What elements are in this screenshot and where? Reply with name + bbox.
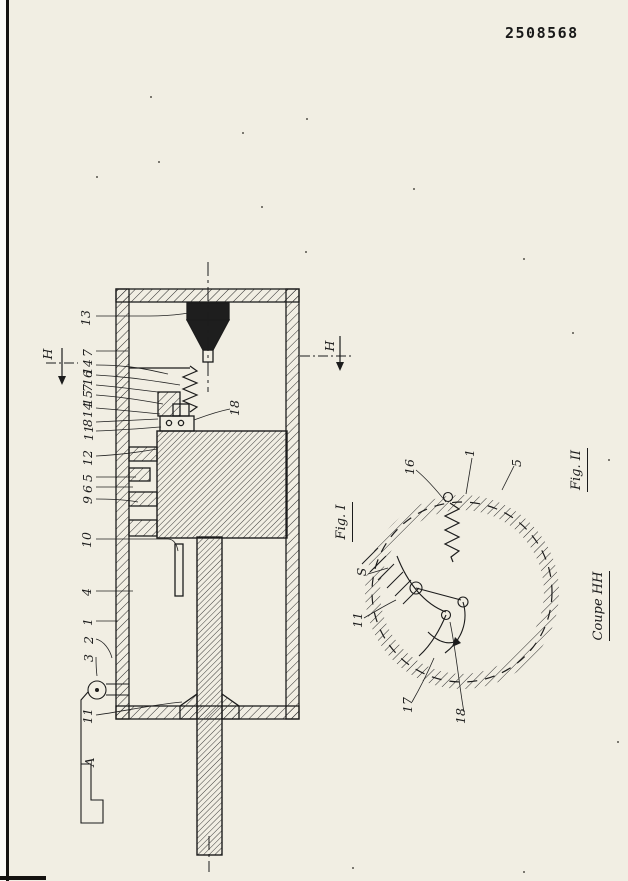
fig1-caption: Fig. I — [334, 502, 353, 542]
scan-speck — [413, 188, 415, 190]
fig2-caption: Fig. II — [569, 448, 588, 492]
ref-label-4: 4 — [79, 588, 94, 596]
ref-label-9: 9 — [80, 496, 95, 504]
abutment-hatch — [361, 547, 420, 605]
bracket-a — [80, 691, 104, 824]
scan-speck — [305, 251, 307, 253]
scan-speck — [150, 96, 152, 98]
ref-label-fig2-17: 17 — [400, 697, 415, 713]
leader-lines-fig2 — [363, 457, 515, 713]
ref-label-fig2-5: 5 — [509, 459, 524, 467]
scan-speck — [158, 161, 160, 163]
section-marker-right — [300, 336, 352, 371]
ref-label-fig2-1: 1 — [462, 449, 477, 457]
scan-speck — [352, 867, 354, 869]
wall-steps — [128, 446, 158, 537]
guide-plate — [174, 543, 184, 597]
detail-spring — [443, 502, 461, 563]
patent-number: 2508568 — [505, 24, 579, 42]
scan-edge-line — [6, 0, 9, 881]
section-label-h-left: H — [40, 348, 55, 360]
ref-label-11a: 11 — [81, 425, 96, 441]
scan-speck — [572, 332, 574, 334]
pivot-circle — [457, 596, 469, 608]
ref-label-fig2-s: S — [354, 567, 369, 577]
detail-dashed-circle — [371, 501, 553, 683]
scan-speck — [523, 871, 525, 873]
leader-lines-fig1 — [95, 312, 231, 716]
side-port — [80, 680, 129, 824]
fig2-section-caption: Coupe HH — [591, 571, 610, 641]
spring-anchor-circle — [442, 491, 454, 503]
scan-speck — [608, 459, 610, 461]
spring — [181, 365, 199, 413]
scan-edge-white — [0, 0, 6, 881]
ref-label-2: 2 — [81, 636, 96, 644]
detail-ring-core — [380, 510, 544, 674]
lever-curves — [396, 555, 466, 657]
scan-edge-bottom — [0, 876, 46, 880]
scan-speck — [617, 741, 619, 743]
section-arrow-left — [58, 376, 66, 385]
section-marker-left — [46, 348, 78, 385]
fitting-circle — [87, 680, 107, 700]
fig2-linework — [361, 457, 559, 713]
piston-rod — [196, 536, 223, 856]
ref-label-fig2-16: 16 — [402, 459, 417, 475]
pivot-circle — [409, 581, 423, 595]
section-label-h-right: H — [322, 340, 337, 352]
section-arrow-right — [336, 362, 344, 371]
scan-speck — [96, 176, 98, 178]
ref-label-11b: 11 — [80, 708, 95, 724]
piston — [156, 430, 288, 539]
ref-label-fig2-18: 18 — [453, 708, 468, 724]
ref-label-3: 3 — [81, 654, 96, 662]
funnel — [185, 302, 231, 363]
wall-right — [285, 288, 300, 720]
ref-label-a: A — [82, 757, 97, 767]
ref-label-12: 12 — [80, 450, 95, 466]
pivot-circle — [440, 609, 452, 621]
fig1-linework — [46, 262, 352, 872]
scan-speck — [306, 118, 308, 120]
scan-speck — [523, 258, 525, 260]
ref-label-13: 13 — [78, 310, 93, 326]
wall-left — [115, 288, 130, 720]
ref-label-1: 1 — [80, 618, 95, 626]
scan-speck — [261, 206, 263, 208]
scan-speck — [242, 132, 244, 134]
ref-label-10: 10 — [79, 532, 94, 548]
ref-label-18: 18 — [227, 400, 242, 416]
ref-label-fig2-11: 11 — [350, 612, 365, 628]
